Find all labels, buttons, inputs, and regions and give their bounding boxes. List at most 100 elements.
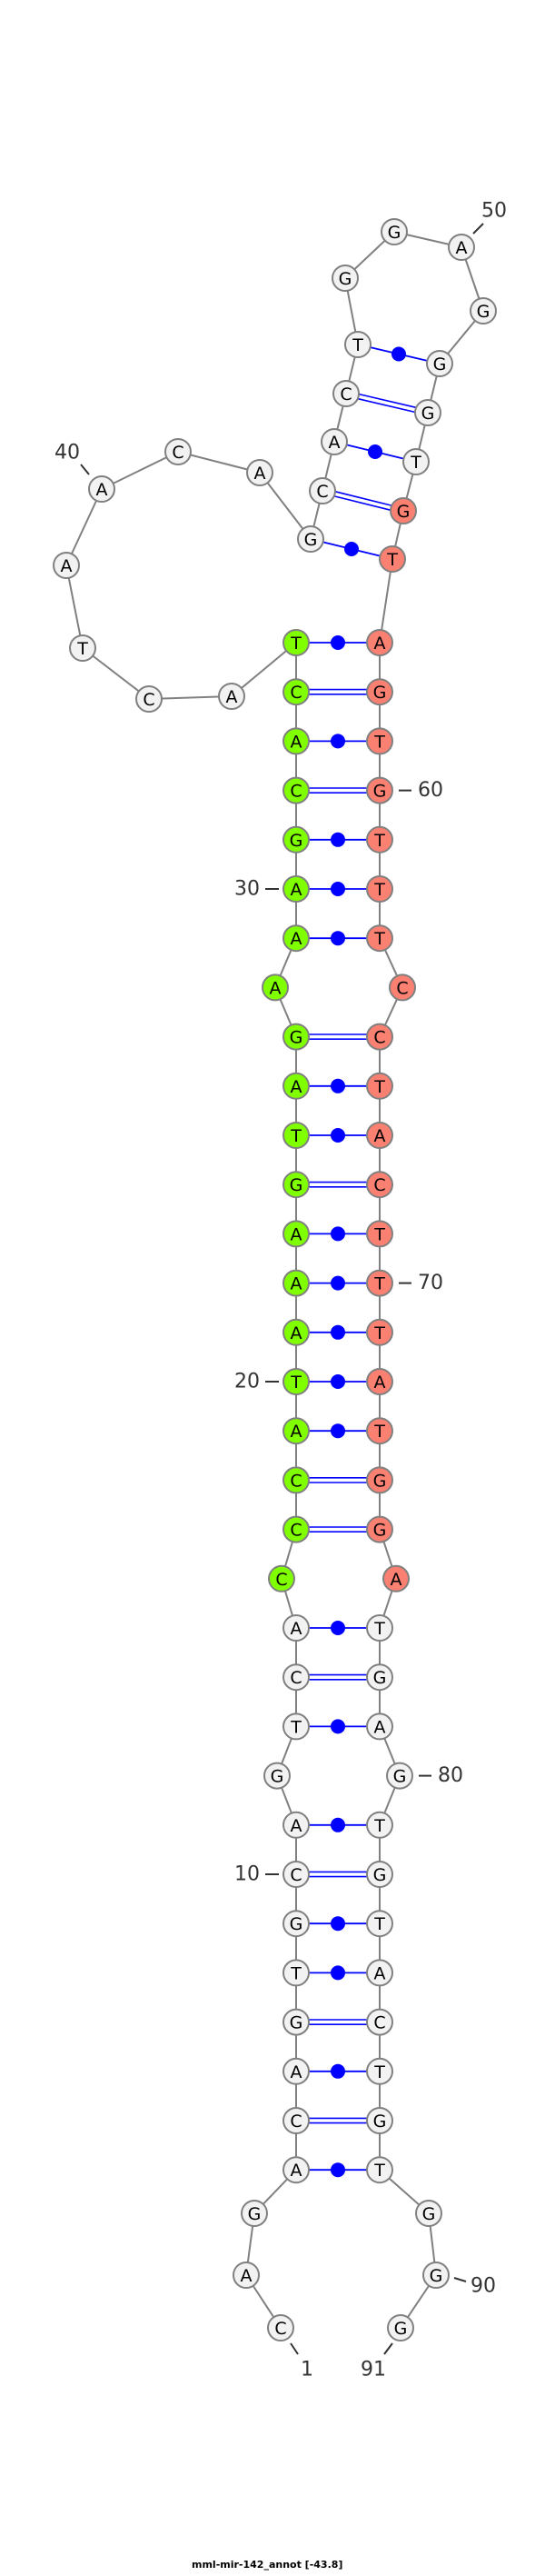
nucleotide-letter: T (290, 634, 302, 654)
nucleotide-letter: C (290, 683, 302, 703)
nucleotide-circle (386, 1762, 413, 1790)
pair-bond (346, 444, 404, 460)
nucleotide-circle (282, 776, 310, 804)
backbone-segment (65, 564, 84, 649)
nucleotide: A (321, 428, 348, 455)
nucleotide-circle (135, 685, 163, 713)
nucleotide: A (282, 924, 310, 953)
bond-dot (331, 1965, 345, 1981)
nucleotide-letter: C (373, 1175, 385, 1195)
pair-bond (309, 1965, 367, 1981)
nucleotide-circle (366, 875, 393, 903)
nucleotide: A (246, 459, 273, 486)
backbone-segment (101, 451, 179, 490)
nucleotide-letter: T (290, 1963, 302, 1983)
nucleotide-circle (263, 1762, 291, 1790)
nucleotide-letter: C (290, 782, 302, 802)
position-number: 80 (438, 1764, 463, 1787)
nucleotide: A (282, 1220, 310, 1248)
nucleotide-letter: C (316, 482, 328, 502)
bond-dot (331, 882, 345, 896)
nucleotide: T (366, 1269, 393, 1297)
nucleotide-letter: A (291, 1422, 302, 1442)
label-tick (453, 2277, 467, 2282)
nucleotide-circle (366, 1663, 393, 1692)
nucleotide: T (282, 629, 310, 656)
nucleotide-letter: A (456, 238, 468, 258)
nucleotide-circle (366, 629, 393, 656)
position-label: 50 (472, 200, 507, 235)
nucleotide: T (366, 1910, 393, 1938)
nucleotide-circle (332, 265, 359, 292)
nucleotide-circle (426, 350, 453, 377)
nucleotide: A (218, 683, 245, 710)
nucleotide: C (267, 2314, 294, 2341)
gc-pair-bond (309, 787, 367, 794)
position-label: 91 (361, 2342, 393, 2381)
nucleotide: G (387, 2314, 414, 2341)
pair-bond (309, 1226, 367, 1242)
label-tick (472, 223, 484, 235)
backbone-segment (82, 647, 150, 700)
nucleotide-letter: G (373, 782, 387, 802)
nucleotide-letter: G (373, 1865, 387, 1885)
nucleotide: G (366, 776, 393, 804)
position-label: 60 (399, 779, 443, 802)
backbone-segment (259, 472, 312, 540)
nucleotide: A (282, 1269, 310, 1297)
nucleotide-circle (282, 1269, 310, 1297)
nucleotide-circle (344, 331, 372, 358)
bond-dot (391, 346, 406, 362)
bond-dot (331, 1916, 345, 1932)
nucleotide-letter: A (270, 978, 282, 998)
nucleotide-circle (366, 776, 393, 804)
nucleotide-circle (366, 1171, 393, 1199)
nucleotide-letter: C (275, 1570, 287, 1590)
nucleotide-circle (366, 1712, 393, 1741)
nucleotide: C (268, 1564, 295, 1593)
nucleotide: A (282, 727, 310, 755)
nucleotide-circle (390, 497, 417, 524)
nucleotides: CAGACAGTGCAGTCACCCATAAAGTAGAAAGCACTACTAA… (53, 218, 497, 2341)
nucleotide: A (233, 2261, 260, 2289)
nucleotide-letter: C (373, 2013, 385, 2033)
nucleotide-letter: G (421, 404, 435, 424)
nucleotide-circle (366, 1959, 393, 1987)
nucleotide: G (297, 525, 324, 553)
label-tick (383, 2342, 393, 2355)
nucleotide-circle (366, 2156, 393, 2184)
position-number: 1 (301, 2359, 313, 2381)
nucleotide-letter: A (61, 556, 73, 576)
nucleotide-letter: G (422, 2204, 436, 2224)
nucleotide-circle (282, 1023, 310, 1051)
gc-pair-bond (357, 393, 417, 414)
nucleotide-circle (282, 1122, 310, 1149)
nucleotide: A (366, 629, 393, 656)
nucleotide: G (282, 2008, 310, 2036)
nucleotide: T (366, 875, 393, 903)
nucleotide: T (282, 1712, 310, 1741)
bond-dot (331, 1719, 345, 1734)
nucleotide-circle (366, 1318, 393, 1346)
nucleotide-letter: T (373, 2062, 385, 2082)
nucleotide-circle (282, 1614, 310, 1642)
nucleotide: A (282, 1614, 310, 1642)
nucleotide-circle (366, 1811, 393, 1839)
bond-dot (344, 542, 359, 556)
nucleotide-letter: C (340, 384, 352, 404)
nucleotide-circle (282, 629, 310, 656)
bond-dot (331, 2063, 345, 2079)
nucleotide-letter: T (410, 453, 421, 473)
nucleotide-letter: C (290, 1471, 302, 1491)
nucleotide-circle (282, 1861, 310, 1888)
nucleotide-letter: T (373, 880, 385, 900)
nucleotide-letter: A (374, 1126, 386, 1146)
nucleotide: G (366, 1515, 393, 1543)
nucleotide-letter: A (241, 2266, 253, 2286)
nucleotide-letter: A (254, 464, 266, 484)
nucleotide: G (426, 350, 453, 377)
nucleotide-letter: G (373, 1471, 387, 1491)
gc-pair-bond (309, 1673, 367, 1681)
position-label: 80 (419, 1764, 463, 1787)
nucleotide-letter: G (304, 530, 318, 550)
